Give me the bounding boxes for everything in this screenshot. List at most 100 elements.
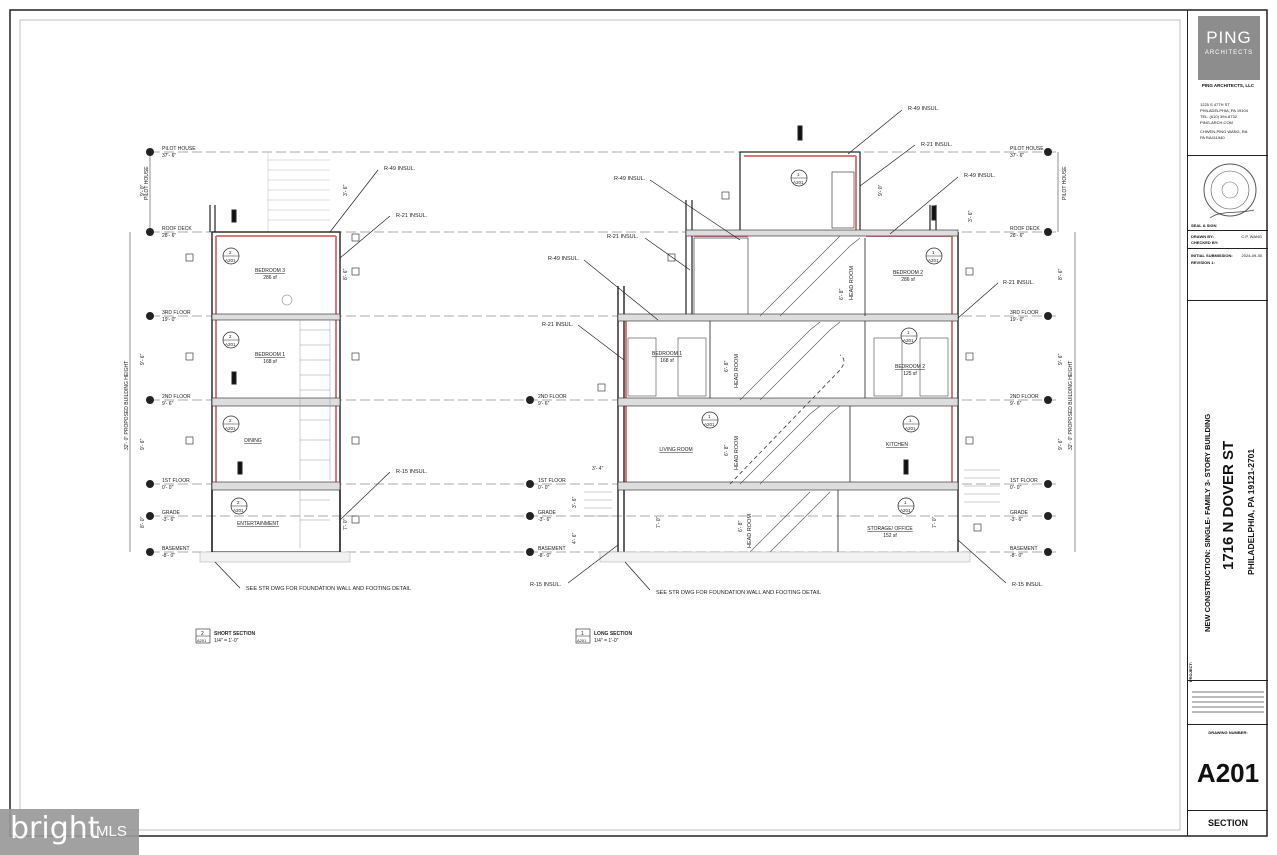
level-elev: 19'- 0" [1010,317,1024,323]
note: R-49 INSUL. [384,166,416,172]
submission-label: INITIAL SUBMISSION: [1191,253,1233,258]
dim: 7'- 0" [932,516,938,528]
dim: 8'- 6" [343,268,349,280]
firm-logo: PING ARCHITECTS [1198,16,1260,80]
drawing-number-label: DRAWING NUMBER: [1208,730,1248,735]
room-name: BEDROOM 1 [652,351,682,357]
short-level-markers [146,148,154,556]
copyright-note [1192,688,1264,716]
title-block: PING ARCHITECTS PING ARCHITECTS, LLC 122… [1187,10,1268,836]
revision-label: REVISION 1: [1191,260,1215,265]
short-room-labels: BEDROOM 3 286 sf BEDROOM 1 168 sf DINING… [237,268,285,527]
svg-text:A201: A201 [903,338,914,343]
note: R-49 INSUL. [964,173,996,179]
dim: 8'- 0" [140,516,146,528]
svg-text:2: 2 [237,500,240,505]
level-name: BASEMENT [1010,546,1038,552]
pilot-label: PILOT HOUSE [1062,166,1068,200]
svg-text:A201: A201 [793,180,804,185]
level-elev: -8'- 0" [162,553,175,559]
address-line: 1225 S 47TH ST [1200,102,1230,107]
seal-label: SEAL & SIGN [1191,223,1217,228]
room-name: BEDROOM 3 [255,268,285,274]
svg-text:A201: A201 [900,508,911,513]
level-name: BASEMENT [162,546,190,552]
svg-text:2: 2 [201,631,204,637]
dim: 9'- 6" [1058,438,1064,450]
dim: 9'- 6" [140,438,146,450]
dim: 9'- 0" [878,184,884,196]
note: R-15 INSUL. [396,469,428,475]
sheet-title: SECTION [1207,818,1248,828]
room-name: ENTERTAINMENT [237,521,279,527]
level-name: 2ND FLOOR [1010,394,1039,400]
svg-text:A201: A201 [225,342,236,347]
note: R-21 INSUL. [542,322,574,328]
svg-text:A201: A201 [197,638,207,643]
dim: 4'- 6" [572,532,578,544]
level-elev: 37'- 6" [1010,153,1024,159]
level-elev: -8'- 0" [1010,553,1023,559]
submission-value: 2024-09-30 [1241,253,1262,258]
level-name: PILOT HOUSE [162,146,196,152]
dim: 6'- 8" [738,520,744,532]
dim: 9'- 0" [140,184,146,196]
svg-text:A201: A201 [225,426,236,431]
level-name: 1ST FLOOR [162,478,190,484]
long-level-labels-right: PILOT HOUSE 37'- 6" ROOF DECK 28'- 6" 3R… [1010,146,1044,559]
head-room: HEAD ROOM [849,266,855,300]
view-title: LONG SECTION [594,631,632,637]
note: R-49 INSUL. [614,176,646,182]
note: R-21 INSUL. [1003,280,1035,286]
dim: 3'- 6" [968,210,974,222]
divider [1188,155,1268,156]
long-level-markers-right [1044,148,1052,556]
architect-seal-icon [1203,163,1257,219]
svg-text:1: 1 [932,250,935,255]
view-title: SHORT SECTION [214,631,256,637]
firm-name: PING ARCHITECTS, LLC [1201,83,1255,88]
long-dims: 32'- 0" PROPOSED BUILDING HEIGHT PILOT H… [572,152,1076,552]
dim: 8'- 6" [1058,268,1064,280]
room-name: BEDROOM 2 [895,364,925,370]
dim: 7'- 0" [656,516,662,528]
mls-watermark: bright MLS [0,809,139,855]
note: R-15 INSUL. [1012,582,1044,588]
room-name: BEDROOM 2 [893,270,923,276]
address-line: PING-ARCH.COM [1200,120,1233,125]
level-elev: 0'- 0" [162,485,174,491]
room-area: 286 sf [901,277,915,283]
short-level-labels: PILOT HOUSE 37'- 6" ROOF DECK 28'- 6" 3R… [162,146,196,559]
long-room-labels: BEDROOM 2 286 sf BEDROOM 1 168 sf BEDROO… [652,270,925,539]
level-elev: 28'- 6" [1010,233,1024,239]
dim: 6'- 8" [724,444,730,456]
dim: 3'- 6" [343,184,349,196]
level-elev: 0'- 0" [538,485,550,491]
divider [1188,680,1268,681]
level-name: 2ND FLOOR [162,394,191,400]
level-elev: 9'- 6" [162,401,174,407]
svg-text:A201: A201 [704,422,715,427]
room-area: 152 sf [883,533,897,539]
divider [1188,724,1268,725]
level-elev: 28'- 6" [162,233,176,239]
level-name: GRADE [538,510,556,516]
svg-text:1: 1 [907,330,910,335]
short-dims: 32'- 0" PROPOSED BUILDING HEIGHT PILOT H… [124,152,349,552]
level-elev: 37'- 6" [162,153,176,159]
level-elev: 0'- 0" [1010,485,1022,491]
svg-text:1: 1 [797,172,800,177]
address-line: CHWEN-PING WANG, RA [1200,129,1248,134]
note: R-21 INSUL. [921,142,953,148]
firm-address: 1225 S 47TH ST PHILADELPHIA, PA 19104 TE… [1200,102,1266,141]
svg-text:A201: A201 [225,258,236,263]
divider [1188,230,1268,231]
svg-text:1: 1 [904,500,907,505]
room-name: BEDROOM 1 [255,352,285,358]
head-room-labels: HEAD ROOM HEAD ROOM HEAD ROOM HEAD ROOM [734,266,855,548]
note: R-21 INSUL. [607,234,639,240]
